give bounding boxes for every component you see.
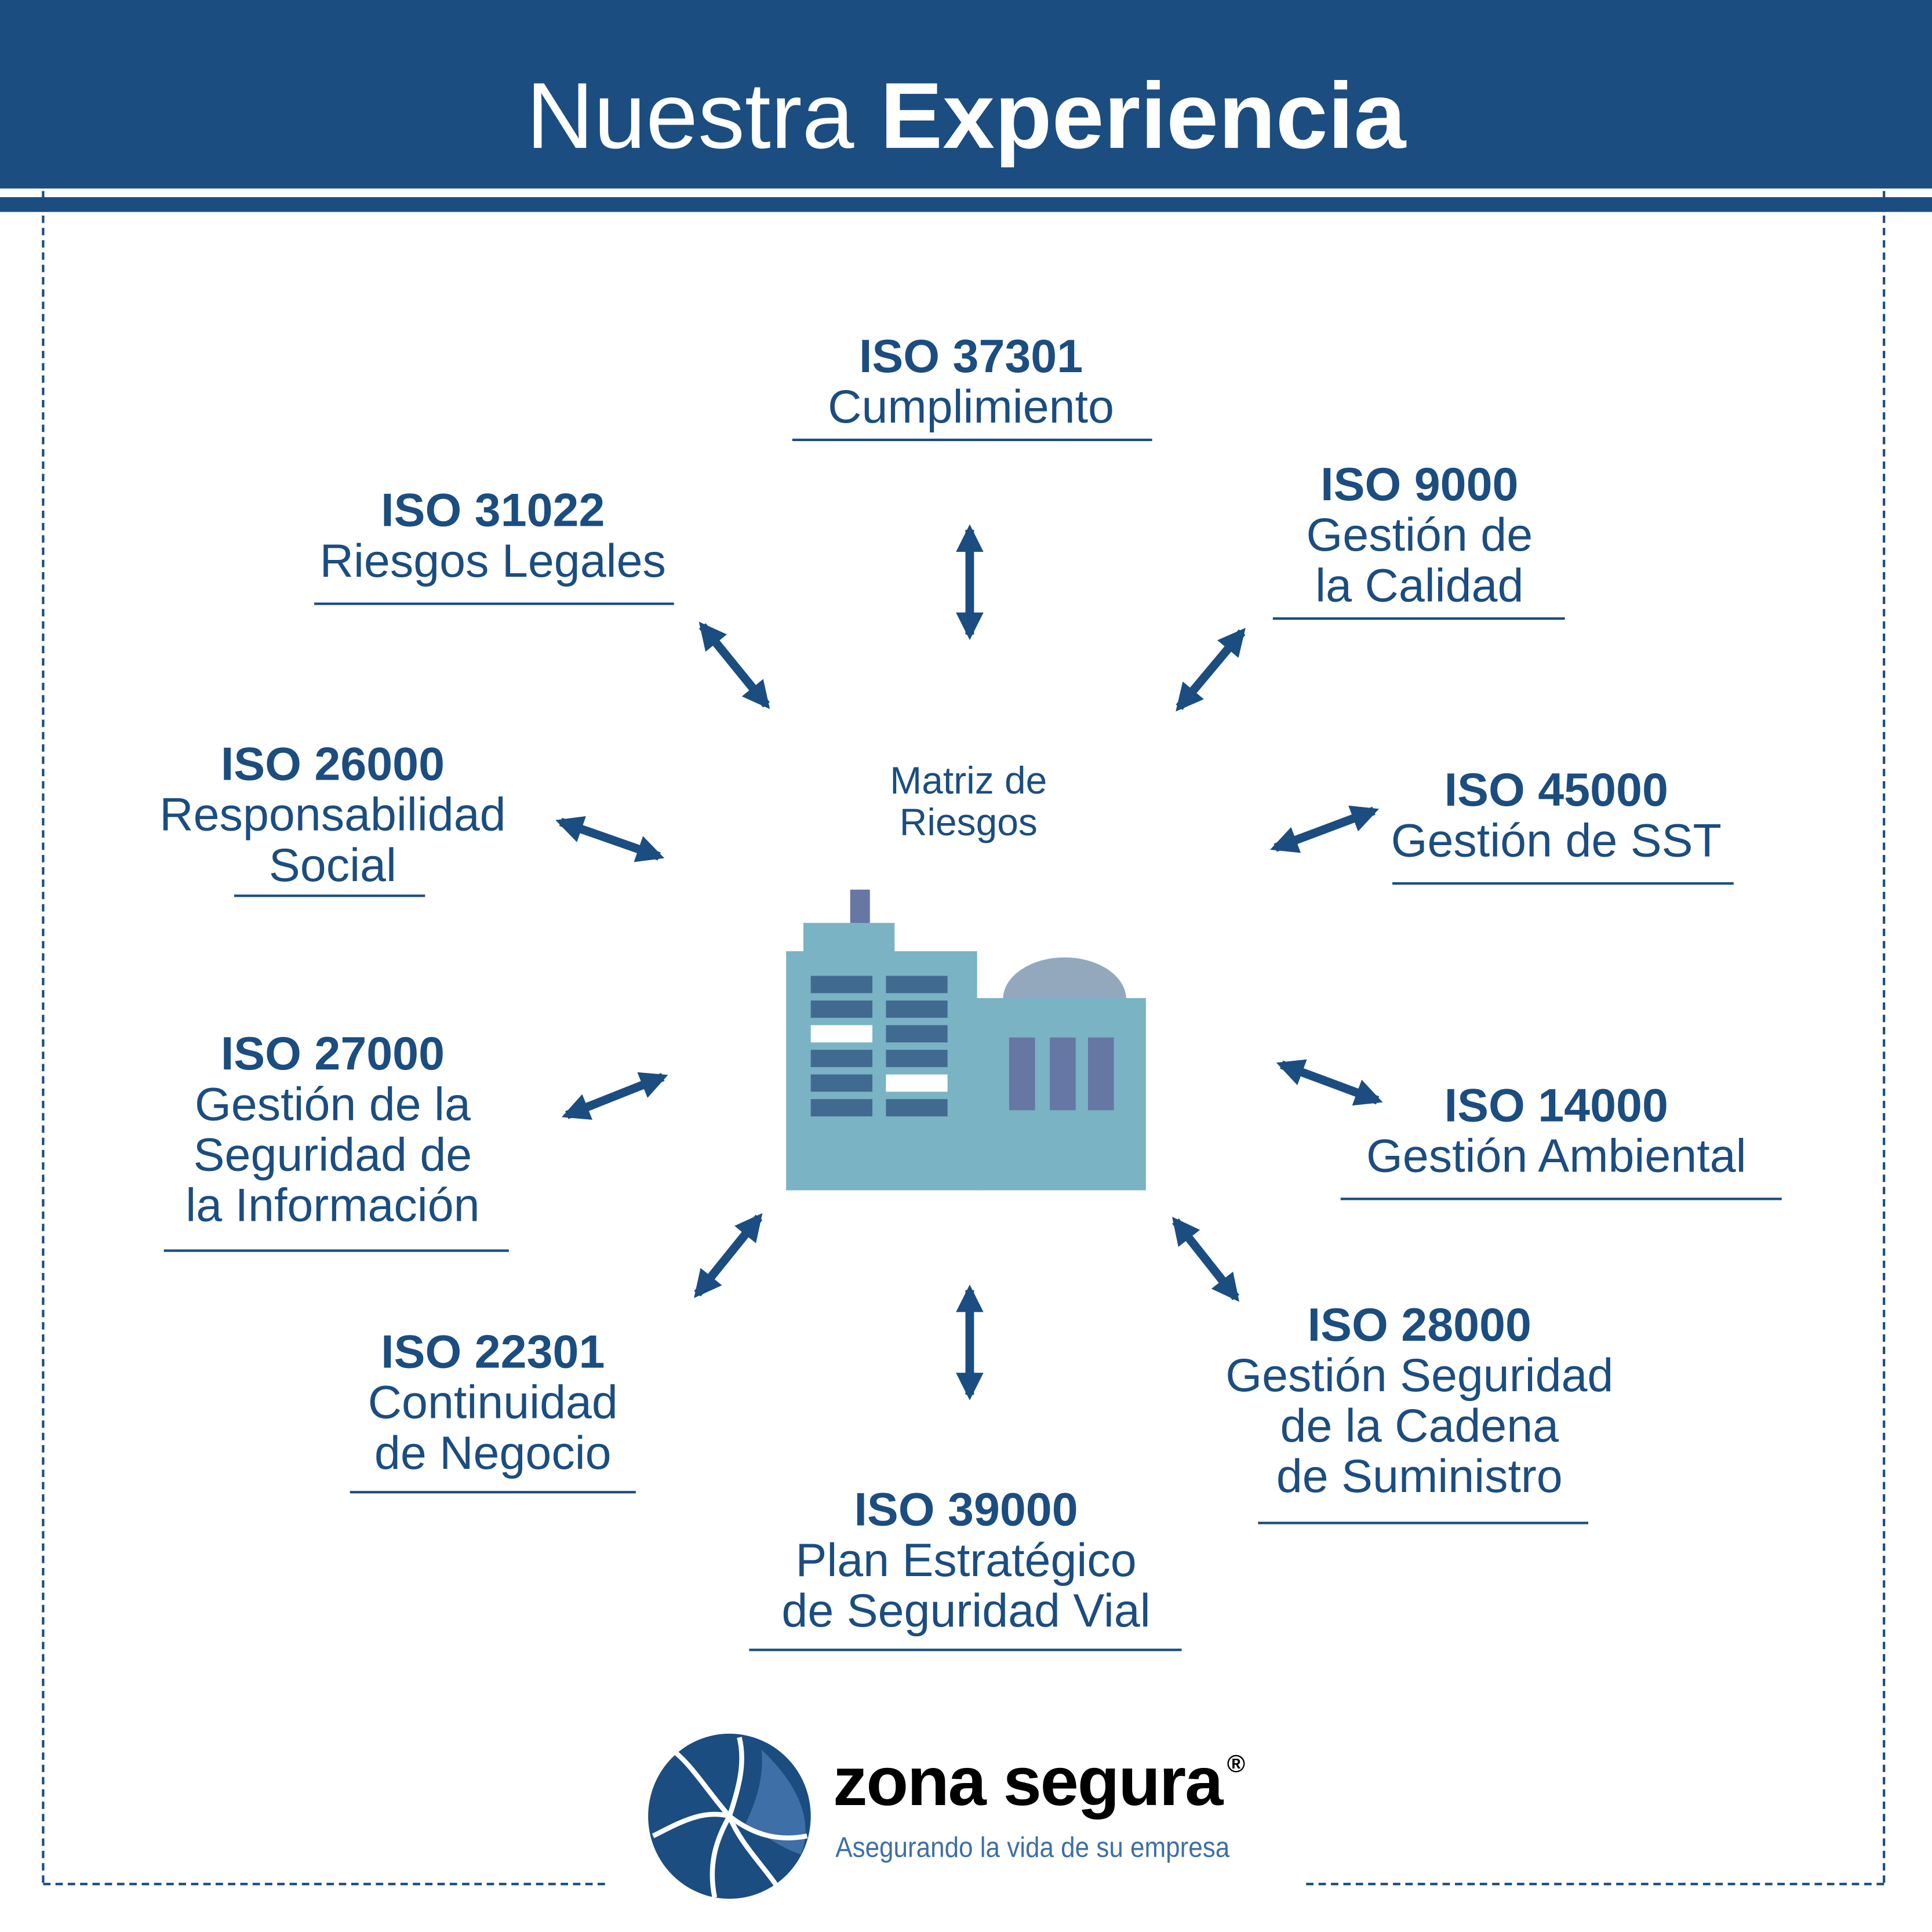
registered-mark: ® <box>1227 1751 1246 1778</box>
arrow-iso-26000 <box>555 816 665 863</box>
iso-item-39000: ISO 39000 Plan Estratégico de Seguridad … <box>781 1486 1150 1638</box>
item-code: ISO 22301 <box>381 1327 605 1379</box>
frame-left <box>42 191 45 1883</box>
center-label-line: Matriz de <box>890 759 1047 802</box>
item-desc: de Negocio <box>374 1428 612 1480</box>
item-code: ISO 31022 <box>381 485 605 537</box>
center-label-line: Riesgos <box>899 801 1038 845</box>
item-code: ISO 26000 <box>220 739 445 791</box>
item-code: ISO 27000 <box>220 1028 445 1081</box>
header-banner <box>0 0 1932 189</box>
divider <box>792 438 1152 442</box>
arrow-iso-45000 <box>1270 805 1380 853</box>
brand-text: zona segura <box>832 1742 1223 1820</box>
item-desc: Seguridad de <box>193 1130 472 1182</box>
item-desc: Gestión Ambiental <box>1366 1131 1747 1183</box>
item-desc: Continuidad <box>368 1377 618 1429</box>
item-desc: Gestión Seguridad <box>1225 1350 1614 1403</box>
title-bold: Experiencia <box>880 64 1406 169</box>
item-code: ISO 37301 <box>858 331 1083 384</box>
iso-item-9000: ISO 9000 Gestión de la Calidad <box>1306 459 1533 613</box>
item-desc: Responsabilidad <box>159 789 506 842</box>
center-label: Matriz de Riesgos <box>890 759 1047 845</box>
header-stripe <box>0 197 1932 212</box>
item-code: ISO 28000 <box>1307 1300 1531 1352</box>
frame-right <box>1883 191 1886 1883</box>
iso-item-28000: ISO 28000 Gestión Seguridad de la Cadena… <box>1225 1301 1613 1504</box>
item-desc: de Suministro <box>1276 1451 1563 1504</box>
iso-item-14000: ISO 14000 Gestión Ambiental <box>1366 1080 1747 1183</box>
item-desc: Gestión de la <box>194 1079 471 1131</box>
arrow-iso-31022 <box>698 621 770 710</box>
iso-item-37301: ISO 37301 Cumplimiento <box>828 331 1114 434</box>
iso-item-26000: ISO 26000 Responsabilidad Social <box>159 739 506 893</box>
iso-item-27000: ISO 27000 Gestión de la Seguridad de la … <box>185 1028 480 1232</box>
divider <box>350 1491 636 1494</box>
item-desc: Plan Estratégico <box>795 1535 1137 1587</box>
divider <box>314 602 674 605</box>
item-desc: Social <box>268 840 396 893</box>
page-title: Nuestra Experiencia <box>0 64 1932 170</box>
arrow-iso-9000 <box>1176 628 1246 712</box>
divider <box>749 1649 1182 1651</box>
item-desc: Riesgos Legales <box>319 536 666 588</box>
iso-item-31022: ISO 31022 Riesgos Legales <box>319 485 666 588</box>
item-code: ISO 45000 <box>1444 765 1668 817</box>
arrow-iso-28000 <box>1172 1217 1239 1302</box>
title-light: Nuestra <box>526 64 854 169</box>
arrow-iso-14000 <box>1276 1059 1383 1106</box>
divider <box>163 1249 509 1252</box>
brand-tagline: Asegurando la vida de su empresa <box>835 1831 1230 1864</box>
divider <box>1272 617 1565 620</box>
divider <box>1340 1198 1782 1200</box>
item-code: ISO 9000 <box>1320 459 1519 512</box>
zona-segura-logo-icon <box>648 1733 811 1899</box>
item-desc: la Calidad <box>1315 561 1524 613</box>
arrow-iso-22301 <box>694 1213 763 1298</box>
frame-bottom-right <box>1306 1883 1884 1886</box>
divider <box>1392 882 1734 885</box>
item-desc: Cumplimiento <box>828 381 1114 434</box>
iso-item-22301: ISO 22301 Continuidad de Negocio <box>368 1327 618 1480</box>
iso-item-45000: ISO 45000 Gestión de SST <box>1391 766 1722 867</box>
item-desc: de Seguridad Vial <box>781 1585 1151 1638</box>
item-desc: la Información <box>185 1180 480 1232</box>
item-desc: Gestión de SST <box>1391 816 1722 868</box>
item-desc: de la Cadena <box>1280 1400 1559 1453</box>
frame-bottom-left <box>43 1883 605 1886</box>
item-code: ISO 39000 <box>854 1485 1078 1537</box>
building-icon <box>786 889 1146 1191</box>
brand-name: zona segura® <box>832 1742 1246 1820</box>
item-desc: Gestión de <box>1306 510 1533 562</box>
divider <box>1258 1522 1589 1525</box>
item-code: ISO 14000 <box>1444 1080 1668 1133</box>
arrow-iso-27000 <box>561 1072 668 1120</box>
divider <box>234 894 425 897</box>
